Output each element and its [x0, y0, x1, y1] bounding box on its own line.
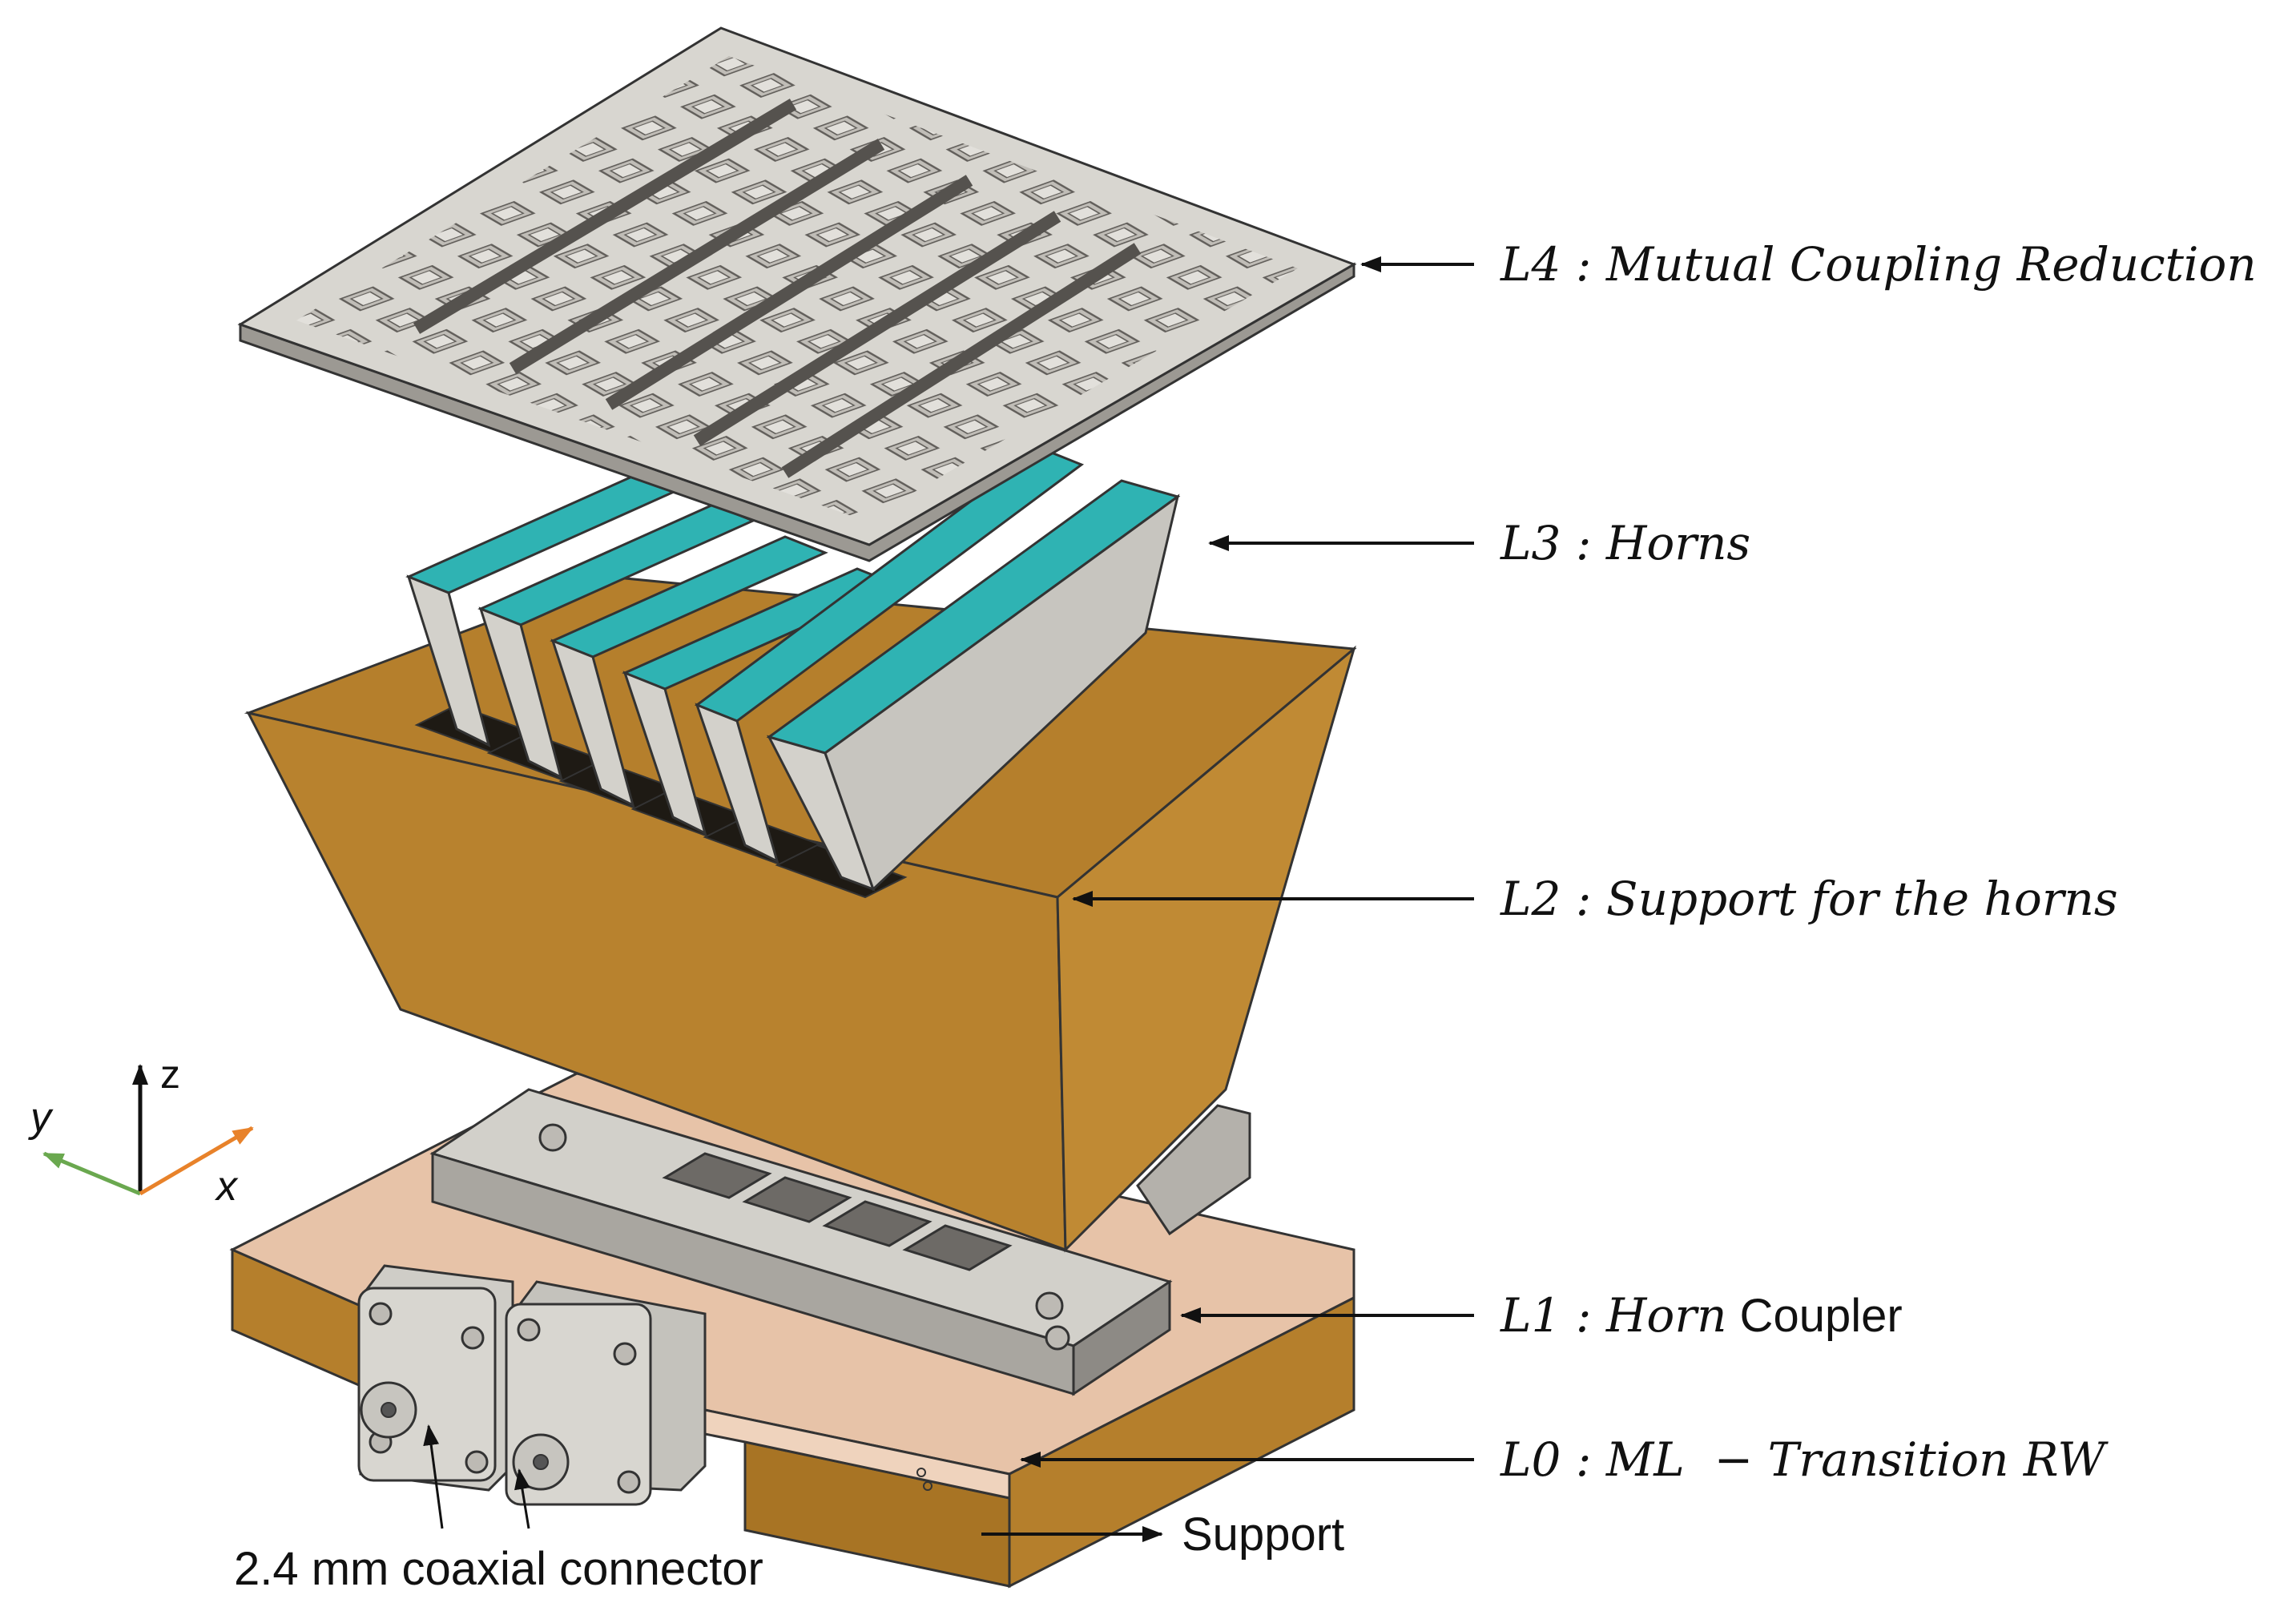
label-l0-prefix: L0 : — [1500, 1432, 1606, 1487]
label-l0: L0 : ML − Transition RW — [1478, 1432, 2121, 1487]
horn — [550, 535, 828, 808]
via-hole — [923, 1481, 932, 1491]
plate-slot — [693, 211, 1061, 446]
horn — [766, 479, 1181, 892]
coax-pin-right — [533, 1454, 549, 1470]
callout-arrows — [423, 256, 1474, 1542]
label-support: Support — [1182, 1508, 1344, 1561]
z-axis-label: z — [160, 1052, 180, 1097]
label-l3-prefix: L3 : — [1500, 516, 1606, 570]
plate-slot — [781, 243, 1142, 478]
plate-slot — [413, 99, 797, 334]
mounting-hole — [538, 1123, 567, 1152]
y-axis-label: y — [28, 1094, 54, 1141]
flange-screw — [517, 1318, 541, 1342]
horn-support-side — [1056, 645, 1356, 1253]
label-l4-prefix: L4 : — [1500, 237, 1606, 292]
label-l2-prefix: L2 : — [1500, 872, 1606, 926]
coupler-slot — [902, 1224, 1013, 1271]
coupler-slot — [742, 1176, 852, 1223]
mounting-hole — [1045, 1325, 1070, 1351]
x-axis — [139, 1126, 254, 1196]
horn-coupler-side — [1072, 1279, 1171, 1396]
label-l2-name: Support for the horns — [1606, 872, 2118, 926]
label-l1-name-italic: Horn — [1605, 1288, 1727, 1343]
label-l4: L4 : Mutual Coupling Reduction — [1478, 237, 2273, 292]
label-l0-name: ML − Transition RW — [1605, 1432, 2109, 1487]
coupler-slot — [662, 1152, 772, 1199]
mutual-coupling-plate — [237, 26, 1357, 562]
plate-slot — [509, 139, 885, 374]
flange-screw — [613, 1342, 637, 1366]
callout-connector-arrow-left — [423, 1424, 444, 1529]
label-l3: L3 : Horns — [1478, 516, 1766, 570]
flange-screw — [617, 1470, 641, 1494]
horn — [694, 447, 1085, 864]
label-l3-name: Horns — [1605, 516, 1750, 570]
coupler-slot — [822, 1200, 932, 1247]
y-axis — [42, 1151, 141, 1196]
coax-pin-left — [381, 1402, 397, 1418]
coordinate-axes: z y x — [28, 1052, 254, 1210]
horn-coupler — [429, 1088, 1173, 1396]
label-l4-name: Mutual Coupling Reduction — [1605, 237, 2257, 292]
flange-screw — [461, 1326, 485, 1350]
rear-bracket — [1136, 1104, 1251, 1236]
callout-labels: L4 : Mutual Coupling Reduction L3 : Horn… — [234, 237, 2273, 1595]
flange-screw — [465, 1450, 489, 1474]
label-l1-name-plain: Coupler — [1726, 1290, 1902, 1342]
label-l1-prefix: L1 : — [1500, 1288, 1606, 1343]
horn — [622, 567, 900, 836]
horn — [405, 471, 684, 747]
x-axis-label: x — [214, 1163, 239, 1210]
horn-array — [405, 447, 1181, 892]
label-l1: L1 : Horn Coupler — [1478, 1288, 1919, 1343]
callout-connector-arrow-right — [514, 1468, 530, 1529]
flange-screw — [369, 1302, 393, 1326]
label-connector: 2.4 mm coaxial connector — [234, 1543, 763, 1595]
via-hole — [916, 1468, 926, 1477]
label-l2: L2 : Support for the horns — [1478, 872, 2134, 926]
coaxial-connectors — [357, 1264, 707, 1506]
mounting-hole — [1035, 1291, 1064, 1320]
plate-slot — [605, 175, 973, 410]
